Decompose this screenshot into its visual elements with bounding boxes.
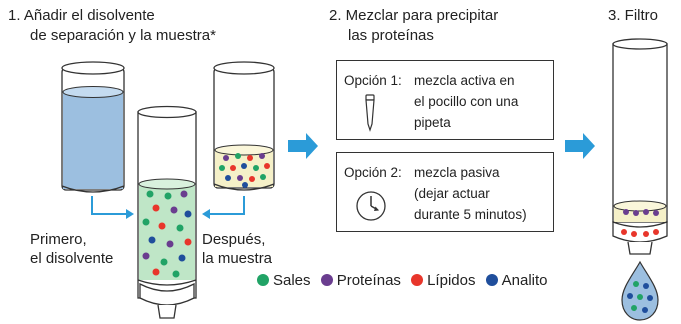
sample-connector-arrow: [202, 196, 245, 219]
mix-tube: [137, 105, 197, 319]
solvent-tube: [61, 61, 125, 193]
legend-label: Lípidos: [427, 272, 476, 289]
option2-line2: (dejar actuar: [414, 186, 490, 201]
mix-particles: [142, 190, 192, 278]
option1-line2: el pocillo con una: [414, 94, 519, 109]
option1-line1: mezcla activa en: [414, 73, 515, 88]
legend-item-sales: Sales: [257, 272, 311, 289]
filtrate-droplet: [621, 260, 659, 321]
sample-tube: [213, 61, 275, 191]
legend-item-lipids: Lípidos: [411, 272, 475, 289]
solvent-connector-arrow: [91, 196, 134, 219]
step3-title: 3. Filtro: [608, 7, 659, 24]
option1-label: Opción 1:: [344, 73, 402, 88]
label-first-line2: el disolvente: [30, 250, 114, 267]
label-after-line1: Después,: [202, 231, 266, 248]
legend-item-analyte: Analito: [485, 272, 548, 289]
label-first-line1: Primero,: [30, 231, 87, 248]
label-after-line2: la muestra: [202, 250, 273, 267]
step1-title-line1: 1. Añadir el disolvente: [8, 7, 155, 24]
legend: Sales Proteínas Lípidos Analito: [257, 272, 554, 289]
option1-line3: pipeta: [414, 115, 451, 130]
analyte-dot-icon: [485, 274, 498, 286]
legend-label: Analito: [501, 272, 548, 289]
option2-label: Opción 2:: [344, 165, 402, 180]
sample-particles: [219, 153, 270, 188]
proteins-dot-icon: [320, 274, 333, 286]
legend-label: Proteínas: [336, 272, 401, 289]
pipette-icon: [365, 94, 375, 132]
legend-label: Sales: [273, 272, 311, 289]
step-arrow-2: [565, 133, 595, 159]
clock-icon: [356, 191, 386, 221]
option2-line3: durante 5 minutos): [414, 207, 527, 222]
step-arrow-1: [288, 133, 318, 159]
step1-title-line2: de separación y la muestra*: [30, 27, 216, 44]
option2-line1: mezcla pasiva: [414, 165, 500, 180]
filter-tube: [612, 38, 668, 255]
step2-title-line1: 2. Mezclar para precipitar: [329, 7, 499, 24]
legend-item-proteins: Proteínas: [320, 272, 401, 289]
lipids-dot-icon: [411, 274, 424, 286]
step2-title-line2: las proteínas: [348, 27, 434, 44]
sales-dot-icon: [257, 274, 269, 286]
